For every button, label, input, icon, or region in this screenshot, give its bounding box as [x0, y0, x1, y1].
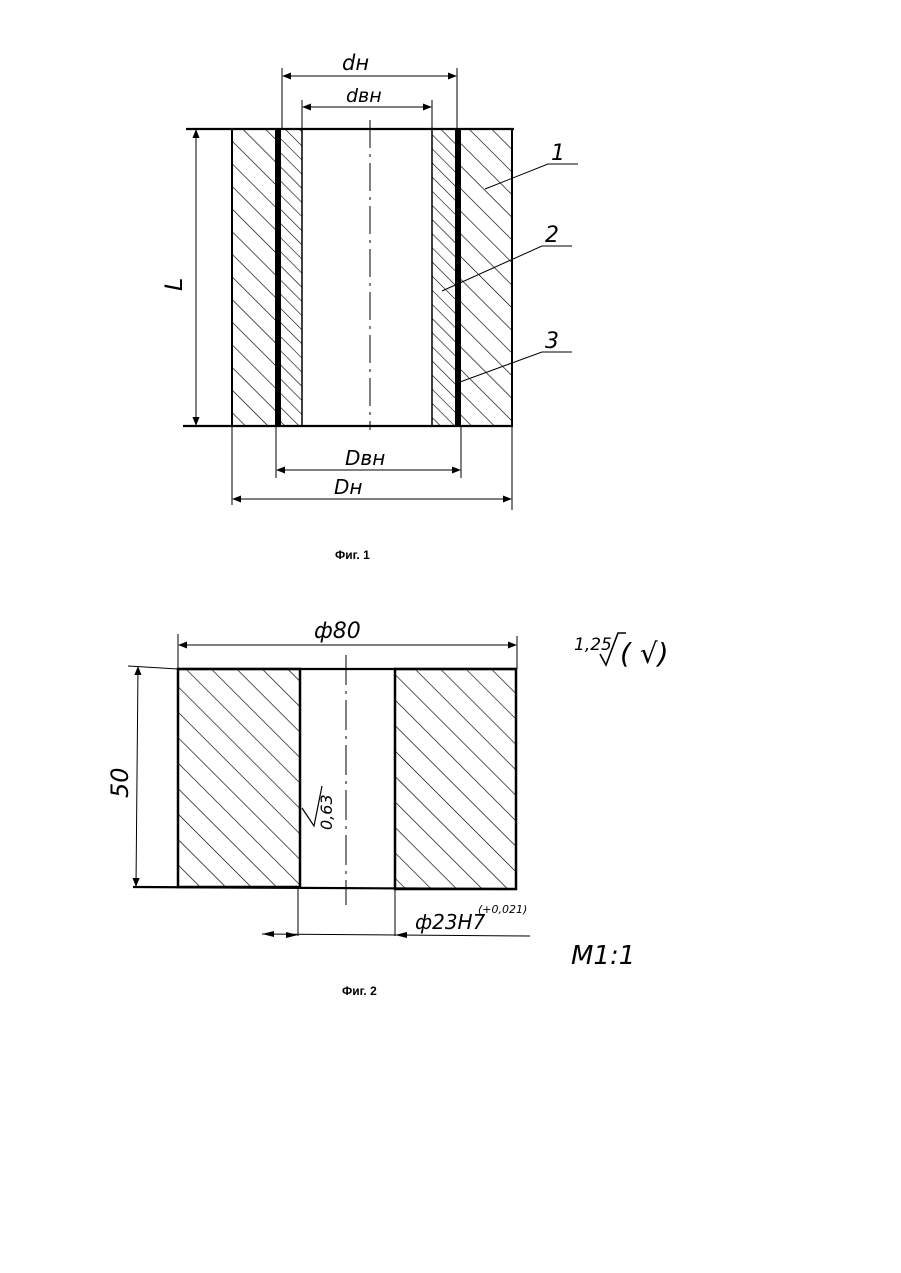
part-2-right-section [432, 129, 456, 426]
dim-bore-arrow-left [262, 931, 274, 937]
dim-d80-label: ф80 [314, 619, 361, 644]
figure-2-caption: Фиг. 2 [342, 984, 377, 998]
dim-Dvn-label: Dвн [345, 446, 385, 470]
dim-bore-label: ф23H7 [415, 910, 486, 934]
callout-2-label: 2 [545, 223, 559, 248]
part-3-left-layer [275, 129, 281, 426]
figure-1-caption: Фиг. 1 [335, 548, 370, 562]
dim-50-label: 50 [106, 767, 134, 798]
fig2-left-section [178, 669, 300, 887]
callout-1-label: 1 [551, 141, 565, 166]
roughness-general-value: 1,25 [574, 635, 612, 655]
dim-50-ext-top [128, 666, 178, 669]
figure-2: ф80 50 0,63 ф23H7 (+0,021) 1,25 ( √) M1:… [106, 619, 669, 998]
dim-bore-arrow-right [286, 932, 298, 938]
part-1-right-section [460, 129, 512, 426]
dim-dn-label: dн [342, 51, 369, 75]
part-1-left-section [232, 129, 276, 426]
dim-Dn-label: Dн [334, 475, 362, 499]
part-2-left-section [280, 129, 302, 426]
dim-bore-arrow-right-2 [395, 932, 407, 938]
scale-label: M1:1 [571, 941, 635, 971]
callout-3-label: 3 [545, 329, 559, 354]
dim-dvn-label: dвн [346, 85, 382, 107]
dim-l-label: L [160, 278, 188, 291]
dim-50-line [136, 667, 138, 886]
dim-bore-tolerance: (+0,021) [478, 903, 527, 916]
roughness-general-note: ( √) [620, 637, 669, 670]
roughness-inner-label: 0,63 [317, 794, 336, 830]
figure-1: dн dвн L Dвн Dн 1 2 3 Фиг. 1 [160, 51, 578, 562]
fig2-right-section [395, 669, 516, 889]
